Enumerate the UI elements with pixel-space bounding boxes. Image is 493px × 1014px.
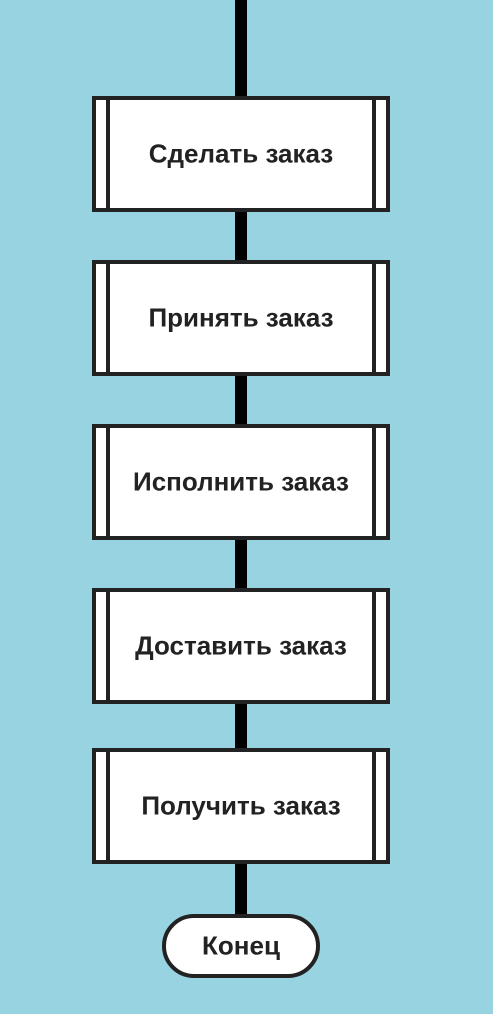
process-step-execute-order: Исполнить заказ bbox=[92, 424, 390, 540]
process-step-label: Принять заказ bbox=[148, 302, 334, 333]
end-terminator-label: Конец bbox=[202, 930, 280, 961]
connector-step1-step2 bbox=[235, 208, 247, 260]
connector-step4-step5 bbox=[235, 700, 247, 748]
process-step-accept-order: Принять заказ bbox=[92, 260, 390, 376]
connector-top bbox=[235, 0, 247, 96]
process-step-label: Исполнить заказ bbox=[133, 466, 349, 497]
process-step-make-order: Сделать заказ bbox=[92, 96, 390, 212]
process-step-label: Получить заказ bbox=[141, 790, 341, 821]
connector-step5-end bbox=[235, 860, 247, 916]
process-step-label: Сделать заказ bbox=[148, 138, 334, 169]
end-terminator: Конец bbox=[162, 914, 320, 978]
process-step-label: Доставить заказ bbox=[135, 630, 347, 661]
process-step-deliver-order: Доставить заказ bbox=[92, 588, 390, 704]
connector-step2-step3 bbox=[235, 372, 247, 424]
process-step-receive-order: Получить заказ bbox=[92, 748, 390, 864]
connector-step3-step4 bbox=[235, 536, 247, 588]
